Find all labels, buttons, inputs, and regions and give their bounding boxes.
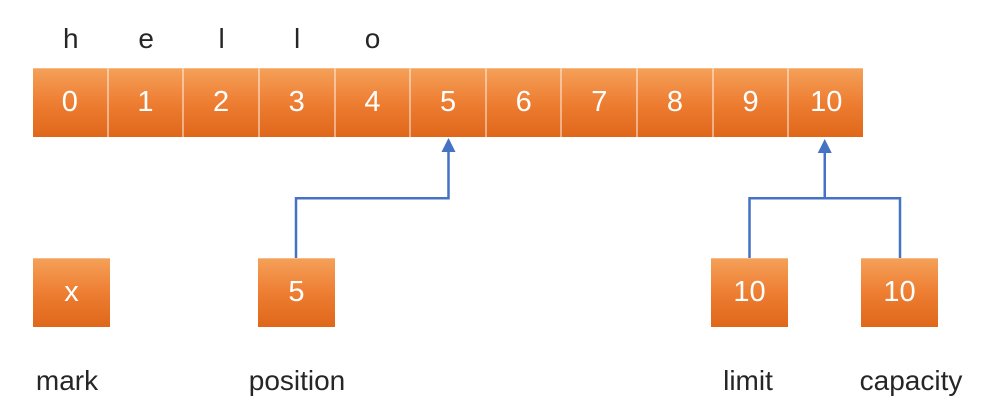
buffer-letter bbox=[561, 18, 636, 60]
buffer-cell: 5 bbox=[409, 68, 485, 137]
buffer-cell: 4 bbox=[333, 68, 410, 137]
buffer-cell: 3 bbox=[257, 68, 334, 137]
buffer-cell: 8 bbox=[636, 68, 712, 137]
buffer-letter bbox=[486, 18, 561, 60]
buffer-letter bbox=[410, 18, 485, 60]
buffer-cell: 7 bbox=[560, 68, 637, 137]
limit-label: limit bbox=[723, 365, 773, 396]
buffer-letter: h bbox=[62, 23, 79, 54]
buffer-letter bbox=[712, 18, 787, 60]
position-arrow-up-icon bbox=[441, 138, 456, 152]
position-connector-line bbox=[294, 150, 450, 258]
buffer-letter: e bbox=[138, 23, 154, 54]
capacity-value-box: 10 bbox=[861, 258, 938, 327]
buffer-cell: 9 bbox=[711, 68, 788, 137]
buffer-letter: l bbox=[218, 23, 225, 54]
limit-value-box: 10 bbox=[711, 258, 788, 327]
mark-value-box: x bbox=[33, 258, 110, 327]
buffer-cell: 6 bbox=[484, 68, 561, 137]
buffer-letter: o bbox=[364, 23, 381, 54]
buffer-cell: 1 bbox=[106, 68, 183, 137]
buffer-cell: 0 bbox=[33, 68, 107, 137]
buffer-letter bbox=[788, 18, 863, 60]
mark-label: mark bbox=[35, 365, 99, 396]
capacity-label: capacity bbox=[859, 365, 963, 396]
limit-capacity-arrow-up-icon bbox=[817, 139, 832, 153]
buffer-array: 0 1 2 3 4 5 6 7 8 9 10 bbox=[33, 68, 864, 137]
limit-capacity-fork-line bbox=[748, 197, 902, 258]
buffer-cell: 2 bbox=[182, 68, 258, 137]
buffer-cell: 10 bbox=[787, 68, 864, 137]
position-value-box: 5 bbox=[258, 258, 335, 327]
position-label: position bbox=[248, 365, 346, 396]
buffer-letter bbox=[637, 18, 712, 60]
buffer-letter: l bbox=[293, 23, 301, 54]
buffer-letters-row: h e l l o bbox=[33, 18, 863, 60]
